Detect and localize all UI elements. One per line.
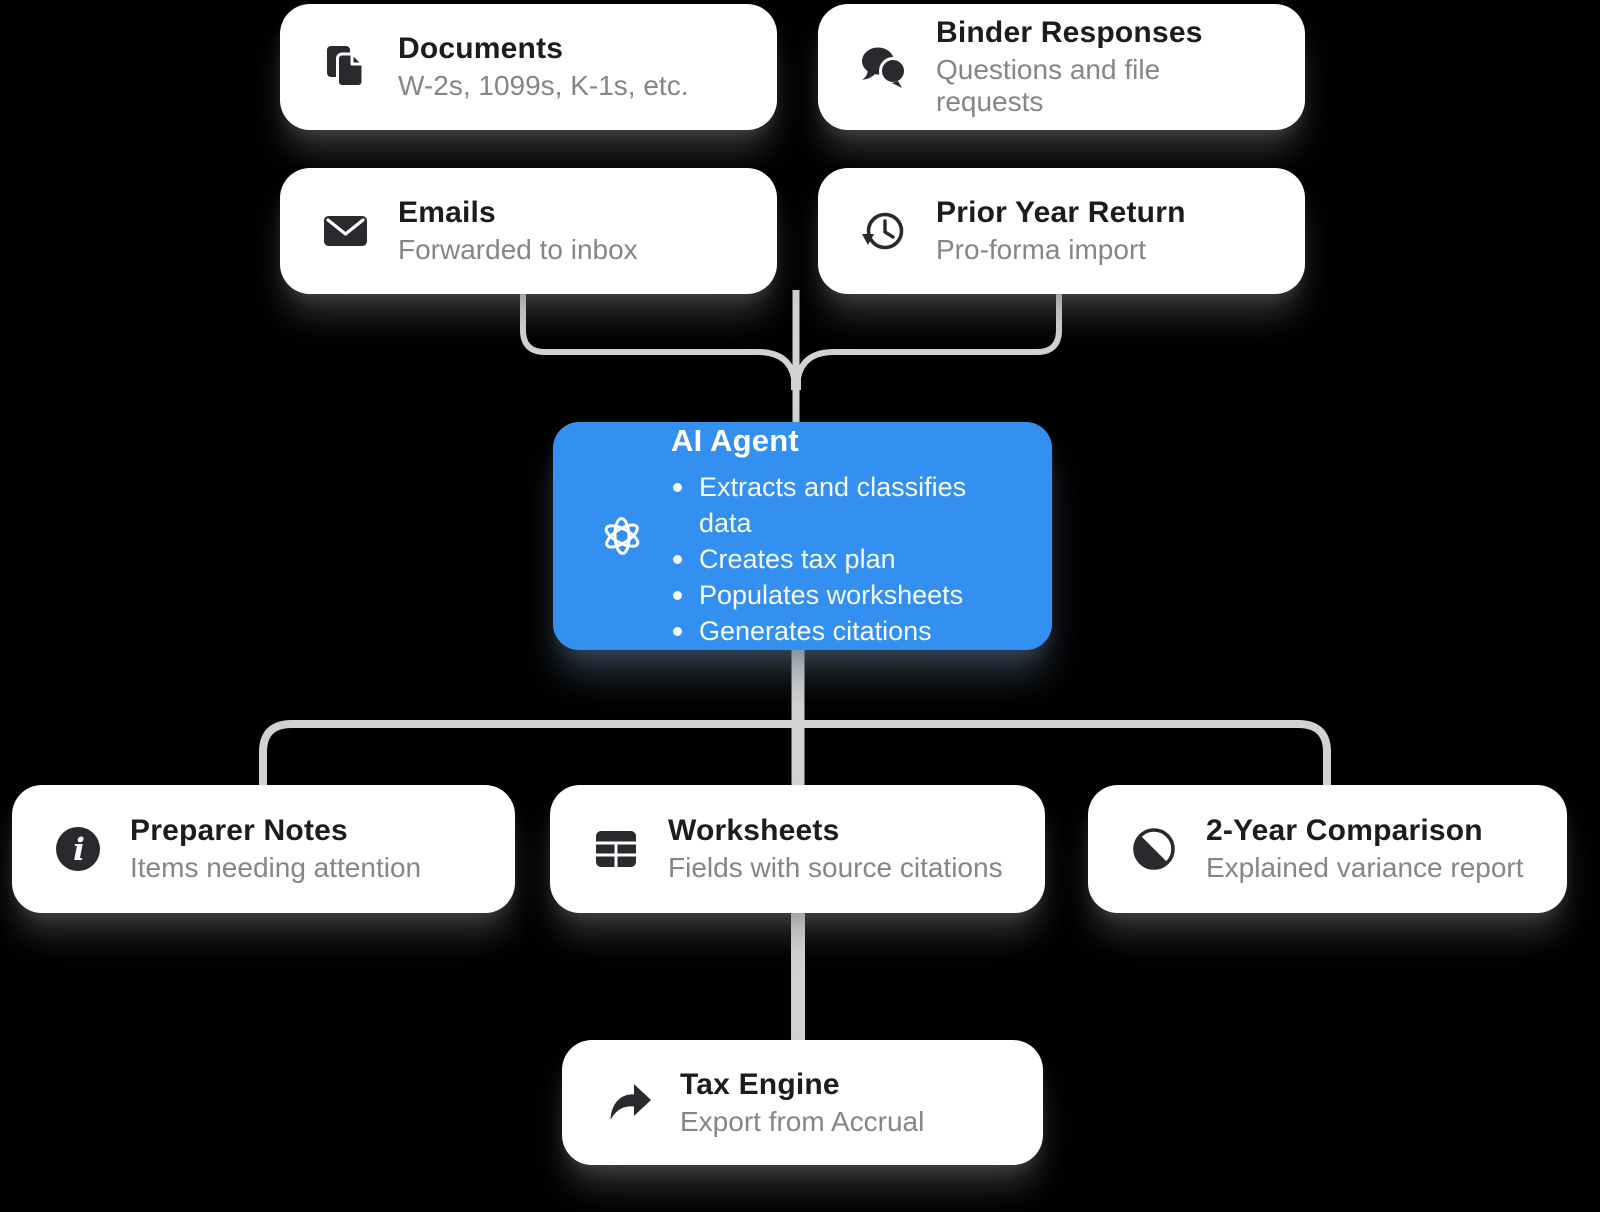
agent-bullet: Populates worksheets [671,577,1012,613]
card-ai-agent: AI Agent Extracts and classifies data Cr… [553,422,1052,650]
contrast-icon [1128,825,1180,873]
documents-icon [320,43,372,91]
chat-bubbles-icon [858,43,910,91]
card-prior-year-return: Prior Year Return Pro-forma import [818,168,1305,294]
card-preparer-notes: i Preparer Notes Items needing attention [12,785,515,913]
card-emails: Emails Forwarded to inbox [280,168,777,294]
card-title: Worksheets [668,814,840,847]
card-subtitle: Forwarded to inbox [398,234,638,265]
info-icon: i [52,825,104,873]
card-subtitle: Pro-forma import [936,234,1147,265]
card-title: Binder Responses [936,16,1203,49]
card-worksheets: Worksheets Fields with source citations [550,785,1045,913]
card-tax-engine: Tax Engine Export from Accrual [562,1040,1043,1165]
card-subtitle: Fields with source citations [668,852,1003,883]
card-subtitle: Explained variance report [1206,852,1524,883]
card-subtitle: W-2s, 1099s, K-1s, etc. [398,70,689,101]
card-title: Prior Year Return [936,196,1186,229]
card-2-year-comparison: 2-Year Comparison Explained variance rep… [1088,785,1567,913]
card-documents: Documents W-2s, 1099s, K-1s, etc. [280,4,777,130]
svg-text:i: i [73,832,85,868]
table-icon [590,825,642,873]
card-subtitle: Questions and file requests [936,54,1161,117]
history-clock-icon [858,207,910,255]
agent-bullet: Extracts and classifies data [671,469,1012,541]
agent-bullet: Creates tax plan [671,541,1012,577]
card-title: Tax Engine [680,1067,840,1101]
agent-capability-list: Extracts and classifies data Creates tax… [671,469,1012,649]
forward-arrow-icon [602,1079,654,1127]
card-subtitle: Items needing attention [130,852,422,883]
card-title: Preparer Notes [130,814,348,847]
card-subtitle: Export from Accrual [680,1105,925,1137]
card-title: Emails [398,196,496,229]
card-title: 2-Year Comparison [1206,814,1483,847]
envelope-icon [320,207,372,255]
agent-bullet: Generates citations [671,613,1012,649]
card-binder-responses: Binder Responses Questions and file requ… [818,4,1305,130]
agent-title: AI Agent [671,423,799,458]
atom-icon [595,509,649,563]
card-title: Documents [398,32,564,65]
